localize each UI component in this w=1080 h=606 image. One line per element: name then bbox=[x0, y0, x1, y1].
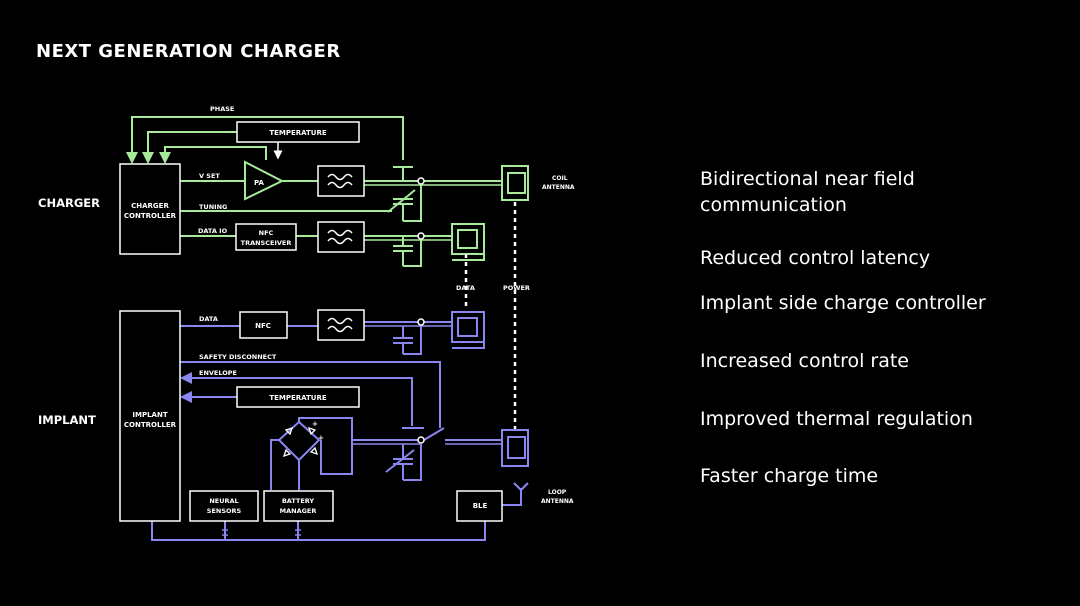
svg-text:CONTROLLER: CONTROLLER bbox=[124, 212, 177, 220]
feature-item: Implant side charge controller bbox=[700, 292, 986, 314]
power-link-label: POWER bbox=[503, 284, 530, 292]
implant-section-label: IMPLANT bbox=[38, 413, 96, 427]
pa-amplifier: PA bbox=[244, 160, 285, 201]
vset-label: V SET bbox=[199, 172, 220, 180]
coil-antenna-label-2: ANTENNA bbox=[542, 184, 575, 191]
svg-text:MANAGER: MANAGER bbox=[280, 507, 317, 515]
safety-disconnect-label: SAFETY DISCONNECT bbox=[199, 353, 277, 361]
svg-text:PA: PA bbox=[254, 179, 264, 187]
data-link-label: DATA bbox=[456, 284, 475, 292]
tuning-label: TUNING bbox=[199, 203, 227, 211]
svg-text:CONTROLLER: CONTROLLER bbox=[124, 421, 177, 429]
charger-temperature-block: TEMPERATURE bbox=[236, 121, 360, 160]
implant-nfc-block: NFC bbox=[239, 311, 288, 339]
feature-item: Reduced control latency bbox=[700, 247, 931, 269]
implant-controller-block: IMPLANT CONTROLLER bbox=[119, 310, 181, 522]
charger-filter-block bbox=[317, 165, 365, 197]
svg-text:IMPLANT: IMPLANT bbox=[132, 411, 167, 419]
svg-text:TEMPERATURE: TEMPERATURE bbox=[269, 129, 327, 137]
charger-nfc-filter-block bbox=[317, 221, 365, 253]
implant-temperature-block: TEMPERATURE bbox=[236, 386, 360, 408]
svg-text:NFC: NFC bbox=[255, 322, 271, 330]
loop-antenna-label-2: ANTENNA bbox=[541, 498, 574, 505]
charger-node bbox=[417, 232, 425, 240]
implant-node bbox=[417, 318, 425, 326]
svg-text:SENSORS: SENSORS bbox=[207, 507, 242, 515]
slide-title: NEXT GENERATION CHARGER bbox=[36, 41, 341, 62]
ble-block: BLE bbox=[456, 490, 503, 522]
svg-text:+: + bbox=[312, 420, 318, 428]
feature-item: Improved thermal regulation bbox=[700, 408, 973, 430]
envelope-label: ENVELOPE bbox=[199, 369, 237, 377]
neural-sensors-block: NEURAL SENSORS bbox=[189, 490, 259, 522]
svg-text:BLE: BLE bbox=[473, 502, 488, 510]
svg-text:BATTERY: BATTERY bbox=[282, 497, 315, 505]
charger-wiring bbox=[126, 116, 529, 267]
feature-item: Increased control rate bbox=[700, 350, 909, 372]
nfc-transceiver-block: NFC TRANSCEIVER bbox=[235, 223, 297, 251]
charger-section-label: CHARGER bbox=[38, 196, 100, 210]
bridge-rectifier: + + bbox=[282, 420, 324, 458]
implant-filter-block bbox=[317, 309, 365, 341]
data-io-label: DATA IO bbox=[198, 227, 228, 235]
phase-label: PHASE bbox=[210, 105, 234, 113]
charger-controller-block: CHARGER CONTROLLER bbox=[119, 163, 181, 255]
bus-taps bbox=[222, 529, 301, 536]
svg-text:NFC: NFC bbox=[259, 229, 274, 237]
charger-node bbox=[417, 177, 425, 185]
implant-data-label: DATA bbox=[199, 315, 218, 323]
implant-wiring bbox=[151, 311, 529, 541]
coil-antenna-label: COIL bbox=[552, 175, 568, 182]
svg-text:TEMPERATURE: TEMPERATURE bbox=[269, 394, 327, 402]
svg-text:NEURAL: NEURAL bbox=[209, 497, 238, 505]
loop-antenna-label: LOOP bbox=[548, 489, 567, 496]
implant-node bbox=[417, 436, 425, 444]
svg-text:CHARGER: CHARGER bbox=[131, 202, 169, 210]
feature-item: Faster charge time bbox=[700, 465, 879, 487]
battery-manager-block: BATTERY MANAGER bbox=[263, 490, 334, 522]
svg-text:+: + bbox=[318, 434, 324, 442]
svg-text:TRANSCEIVER: TRANSCEIVER bbox=[241, 239, 292, 247]
wireless-links bbox=[464, 202, 517, 430]
feature-item: Bidirectional near field communication bbox=[700, 168, 915, 216]
